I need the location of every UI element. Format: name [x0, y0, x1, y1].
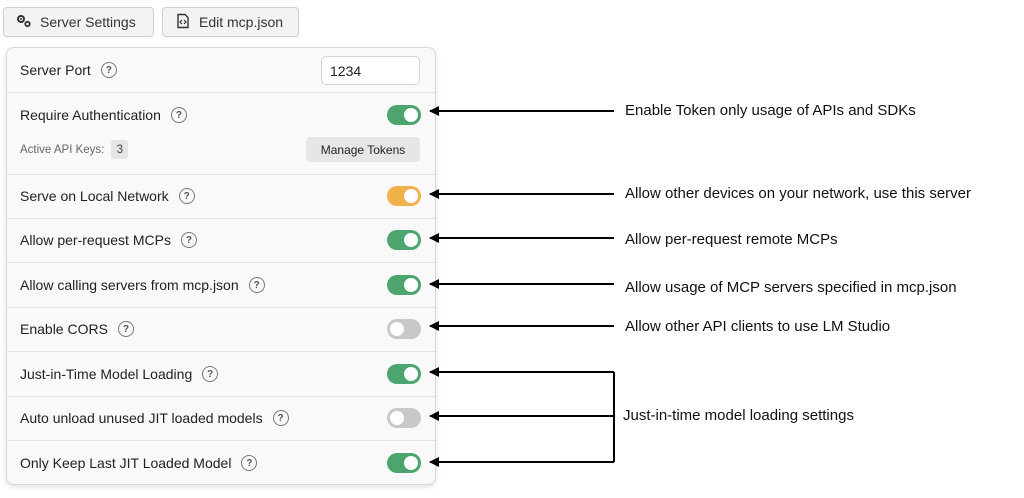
- local-network-toggle[interactable]: [387, 186, 421, 206]
- gears-icon: [16, 13, 32, 32]
- annotation-per-request: Allow per-request remote MCPs: [625, 231, 838, 248]
- cors-toggle[interactable]: [387, 319, 421, 339]
- require-auth-toggle[interactable]: [387, 105, 421, 125]
- help-icon[interactable]: ?: [180, 232, 197, 248]
- setting-label: Auto unload unused JIT loaded models: [20, 410, 263, 426]
- annotation-require-auth: Enable Token only usage of APIs and SDKs: [625, 102, 916, 119]
- setting-label: Allow calling servers from mcp.json: [20, 277, 239, 293]
- active-api-keys: Active API Keys: 3: [20, 140, 129, 159]
- setting-row-auto-unload: Auto unload unused JIT loaded models ?: [7, 397, 435, 441]
- require-auth-row: Require Authentication ? Active API Keys…: [7, 93, 435, 175]
- help-icon[interactable]: ?: [100, 62, 117, 78]
- setting-row-mcp-json: Allow calling servers from mcp.json ?: [7, 263, 435, 308]
- setting-row-local-network: Serve on Local Network ?: [7, 175, 435, 219]
- server-port-input[interactable]: 1234: [321, 56, 420, 85]
- setting-row-keep-last-jit: Only Keep Last JIT Loaded Model ?: [7, 441, 435, 484]
- help-icon[interactable]: ?: [170, 107, 187, 123]
- setting-label: Just-in-Time Model Loading: [20, 366, 193, 382]
- annotation-mcp-json: Allow usage of MCP servers specified in …: [625, 279, 957, 296]
- annotation-local-network: Allow other devices on your network, use…: [625, 185, 971, 202]
- code-file-icon: [175, 13, 191, 32]
- edit-mcp-json-button[interactable]: Edit mcp.json: [162, 7, 299, 37]
- manage-tokens-button[interactable]: Manage Tokens: [306, 137, 420, 162]
- api-key-count-badge: 3: [111, 140, 129, 159]
- help-icon[interactable]: ?: [178, 188, 195, 204]
- annotation-jit: Just-in-time model loading settings: [623, 407, 854, 424]
- server-port-row: Server Port ? 1234: [7, 48, 435, 93]
- keep-last-jit-toggle[interactable]: [387, 453, 421, 473]
- annotation-cors: Allow other API clients to use LM Studio: [625, 318, 891, 335]
- setting-label: Enable CORS: [20, 321, 108, 337]
- setting-row-cors: Enable CORS ?: [7, 308, 435, 352]
- help-icon[interactable]: ?: [241, 455, 258, 471]
- require-auth-label: Require Authentication: [20, 107, 161, 123]
- server-settings-label: Server Settings: [40, 14, 136, 30]
- server-port-label: Server Port: [20, 62, 91, 78]
- server-settings-button[interactable]: Server Settings: [3, 7, 154, 37]
- setting-label: Only Keep Last JIT Loaded Model: [20, 455, 232, 471]
- auto-unload-toggle[interactable]: [387, 408, 421, 428]
- per-request-mcps-toggle[interactable]: [387, 230, 421, 250]
- mcp-json-toggle[interactable]: [387, 275, 421, 295]
- setting-label: Allow per-request MCPs: [20, 232, 171, 248]
- help-icon[interactable]: ?: [272, 410, 289, 426]
- setting-row-jit-loading: Just-in-Time Model Loading ?: [7, 352, 435, 397]
- active-api-keys-label: Active API Keys:: [20, 143, 105, 156]
- setting-row-per-request-mcps: Allow per-request MCPs ?: [7, 219, 435, 263]
- jit-loading-toggle[interactable]: [387, 364, 421, 384]
- help-icon[interactable]: ?: [248, 277, 265, 293]
- edit-mcp-json-label: Edit mcp.json: [199, 14, 284, 30]
- setting-label: Serve on Local Network: [20, 188, 169, 204]
- help-icon[interactable]: ?: [202, 366, 219, 382]
- help-icon[interactable]: ?: [117, 321, 134, 337]
- server-settings-panel: Server Port ? 1234 Require Authenticatio…: [6, 47, 436, 485]
